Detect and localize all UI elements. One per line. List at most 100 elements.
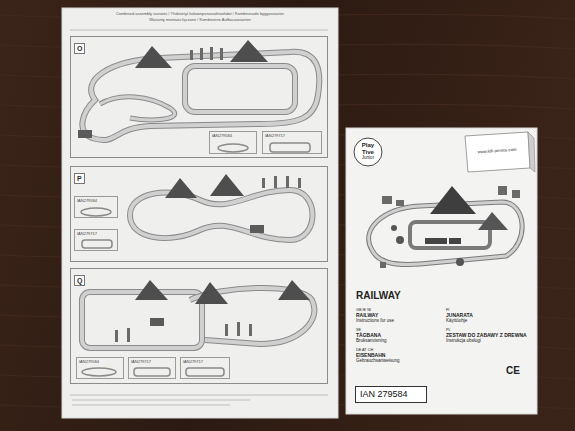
railway-cover-picture <box>369 186 522 268</box>
track-layout-q-part <box>82 292 202 348</box>
set-inset-box: IAN279584 <box>76 357 124 379</box>
track-layout-q-part <box>115 330 118 342</box>
track-layout-o-part <box>200 48 203 60</box>
left-sheet-part <box>62 8 338 418</box>
railway-cover-picture-part <box>380 186 520 268</box>
track-layout-o-part <box>210 47 213 60</box>
track-layout-o-part <box>230 40 268 62</box>
language-code: GB IE NI <box>356 308 371 312</box>
track-layout-q-part <box>195 282 228 304</box>
set-inset-box: IAN279717 <box>74 229 118 251</box>
set-inset-box: IAN279584 <box>74 196 118 218</box>
set-inset-box: IAN279717 <box>180 357 230 379</box>
left-sheet-part <box>70 30 328 31</box>
article-number: IAN279717 <box>183 359 227 364</box>
inset-pictures-part <box>82 368 116 376</box>
track-layout-o-part <box>185 66 295 112</box>
language-subtitle: Bruksanvisning <box>356 339 387 344</box>
railway-cover-picture-part <box>498 186 507 195</box>
railway-cover-picture-part <box>382 196 392 204</box>
track-layout-o <box>78 40 319 140</box>
variant-panel: P IAN279584IAN279717 <box>70 166 328 262</box>
railway-cover-picture-part <box>478 212 508 230</box>
article-number: IAN279584 <box>212 133 254 138</box>
variant-letter: O <box>74 43 85 54</box>
inset-pictures-part <box>134 368 170 376</box>
language-code: DE AT CH <box>356 348 373 352</box>
language-title: ZESTAW DO ZABAWY Z DREWNA <box>446 333 527 338</box>
language-code: PL <box>446 328 451 332</box>
railway-cover-picture-part <box>512 190 520 198</box>
railway-cover-picture-part <box>396 200 404 206</box>
set-inset-box: IAN279717 <box>262 131 322 154</box>
right-sheet <box>346 128 537 414</box>
railway-cover-picture-part <box>410 222 490 248</box>
language-title: JUNARATA <box>446 313 473 318</box>
article-number: IAN279717 <box>77 231 115 236</box>
track-layout-o-part <box>100 97 175 120</box>
track-layout-p-part <box>165 178 197 198</box>
left-sheet <box>62 8 338 418</box>
article-number: IAN279717 <box>131 359 173 364</box>
language-title: EISENBAHN <box>356 353 385 358</box>
sheet-heading: Combined assembly variants / Yhdistetyt … <box>116 12 284 16</box>
variant-letter: P <box>74 173 85 184</box>
variant-panel: O IAN279584 IAN279717 <box>70 36 328 158</box>
track-layout-o-part <box>185 66 295 112</box>
language-subtitle: Gebrauchsanweisung <box>356 359 400 364</box>
right-sheet-part <box>465 132 530 172</box>
track-layout-p-part <box>274 176 277 188</box>
railway-cover-picture-part <box>391 225 397 231</box>
left-sheet-part <box>72 405 230 406</box>
track-layout-q-part <box>127 328 130 342</box>
track-layout-p-part <box>210 174 244 196</box>
track-layout-q-part <box>135 280 168 300</box>
inset-pictures-part <box>81 208 111 216</box>
language-subtitle: Instructions for use <box>356 319 394 324</box>
language-subtitle: Käyttöohje <box>446 319 467 324</box>
track-layout-p <box>130 174 313 240</box>
railway-cover-picture-part <box>391 225 464 266</box>
railway-cover-picture-part <box>456 258 464 266</box>
sheet-heading: Warianty montażu łączone / Kombinierte A… <box>149 18 251 22</box>
track-layout-o-part <box>100 97 175 120</box>
railway-cover-picture-part <box>396 236 404 244</box>
track-layout-o-part <box>190 47 223 60</box>
right-sheet-part <box>528 132 535 172</box>
inset-pictures-part <box>82 240 112 248</box>
set-inset-box: IAN279717 <box>128 357 176 379</box>
article-number: IAN279584 <box>77 198 115 203</box>
variant-panel: Q IAN279584 IAN279717 IAN279717 <box>70 268 328 384</box>
track-layout-q-part <box>150 318 164 326</box>
variant-letter: Q <box>74 275 85 286</box>
track-layout-p-part <box>286 176 289 188</box>
right-sheet-part <box>354 138 382 166</box>
track-layout-o-part <box>135 46 172 68</box>
article-number: IAN279717 <box>265 133 319 138</box>
track-layout-q <box>82 280 314 348</box>
track-layout-q-part <box>278 280 310 300</box>
railway-cover-picture-part <box>425 238 447 244</box>
track-layout-q-part <box>82 292 202 348</box>
track-layout-q-part <box>115 322 252 342</box>
railway-cover-picture-part <box>425 238 461 244</box>
track-layout-p-part <box>130 190 313 240</box>
track-layout-q-part <box>237 322 240 336</box>
web-address: www.lidl-service.com <box>477 148 516 155</box>
language-code: FI <box>446 308 449 312</box>
ce-mark: CE <box>506 366 520 377</box>
track-layout-p-part <box>262 176 301 188</box>
article-number: IAN279584 <box>79 359 121 364</box>
language-code: SE <box>356 328 361 332</box>
inset-pictures-part <box>218 144 248 152</box>
railway-cover-picture-part <box>430 186 476 214</box>
track-layout-o-part <box>82 52 319 140</box>
language-title: RAILWAY <box>356 313 378 318</box>
inset-pictures <box>81 143 310 376</box>
track-layout-o-part <box>78 130 92 138</box>
